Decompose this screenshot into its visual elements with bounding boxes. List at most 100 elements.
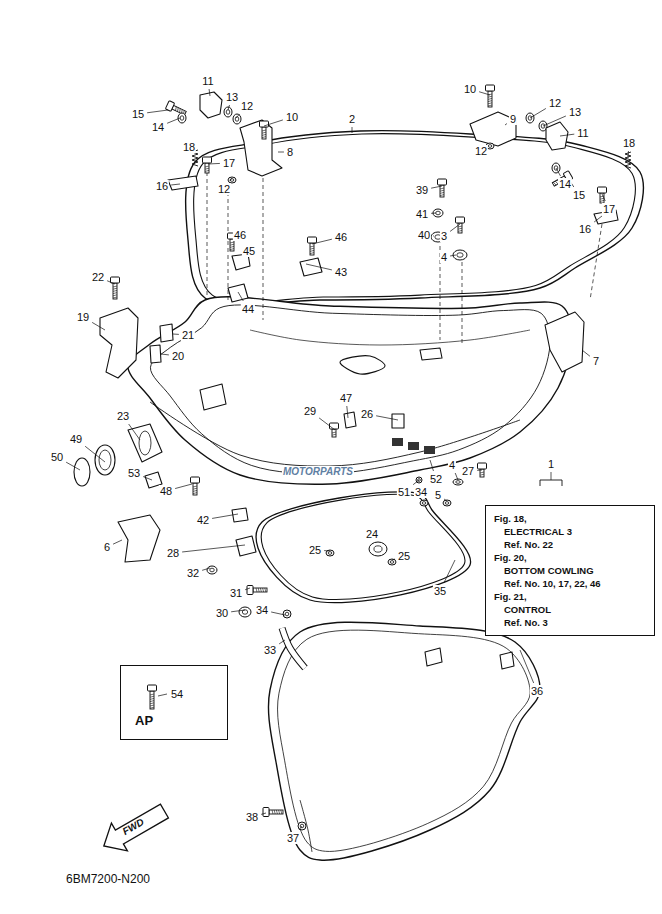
label-anchor: 18 (182, 137, 196, 155)
arrow-outline (96, 797, 173, 860)
bolt-thread (488, 98, 492, 99)
note-text: Ref. No. 22 (504, 538, 553, 551)
bolt-thread (265, 588, 266, 592)
label-anchor: 17 (222, 153, 236, 171)
cowling-outline (128, 297, 572, 484)
bolt-shank (269, 810, 283, 814)
grommet (374, 546, 382, 552)
label-anchor: 50 (50, 447, 64, 465)
callout-number: 4 (440, 251, 448, 263)
callout-number: 48 (159, 485, 173, 497)
leader-line (477, 470, 482, 471)
callout-number: 36 (530, 685, 544, 697)
callout-number: 7 (592, 355, 600, 367)
bolt-thread (440, 188, 444, 189)
note-text: Fig. 20, (494, 551, 527, 564)
bolt-thread (179, 109, 182, 113)
bolt-thread (276, 810, 277, 814)
callout-number: 12 (548, 97, 562, 109)
bolt (308, 237, 317, 255)
bolt (191, 477, 200, 495)
callout-number: 40 (417, 229, 431, 241)
gasket-outline (261, 494, 465, 599)
label-anchor: 34 (414, 482, 428, 500)
damper (150, 345, 161, 363)
label-anchor: 19 (76, 307, 90, 325)
collar (392, 414, 404, 428)
bolt-shank (488, 91, 492, 107)
label-anchor: 5 (434, 485, 442, 503)
bolt-thread (150, 696, 154, 697)
bolt-thread (113, 295, 117, 296)
clip (344, 412, 356, 428)
callout-number: 53 (127, 467, 141, 479)
label-anchor: 49 (69, 429, 83, 447)
bolt (260, 121, 269, 139)
label-anchor: 53 (127, 463, 141, 481)
bolt-thread (480, 472, 484, 473)
bolt-thread (113, 290, 117, 291)
leader-line (423, 500, 424, 501)
bolt-thread (310, 250, 314, 251)
note-text: Ref. No. 3 (504, 616, 548, 629)
label-anchor: 29 (303, 401, 317, 419)
label-anchor: 11 (201, 71, 214, 89)
label-anchor: 2 (348, 109, 356, 127)
leader-line (113, 540, 122, 544)
bolt-thread (150, 701, 154, 702)
bracket (240, 120, 282, 176)
label-anchor: 26 (360, 404, 374, 422)
leader-line (261, 813, 266, 814)
cover (545, 312, 584, 372)
washer (436, 211, 441, 215)
label-anchor: 13 (225, 87, 239, 105)
washer (224, 107, 232, 117)
leader-line (628, 151, 629, 158)
washer (210, 568, 215, 572)
callout-number: 10 (285, 111, 299, 123)
callout-number: 20 (171, 350, 185, 362)
leader-line (271, 612, 285, 615)
label-anchor: 14 (558, 174, 572, 192)
callout-number: 44 (241, 303, 255, 315)
leader-line (202, 568, 210, 570)
leader-line (279, 640, 285, 644)
bolt-shank (253, 588, 267, 592)
bolt-shank (310, 243, 314, 255)
label-anchor: 48 (159, 481, 173, 499)
leader-line (376, 416, 398, 420)
decal (424, 446, 435, 454)
bolt-thread (488, 96, 492, 97)
bolt-thread (258, 588, 259, 592)
note-text: Fig. 21, (494, 590, 527, 603)
label-anchor: 1 (547, 454, 555, 472)
callout-number: 5 (434, 489, 442, 501)
leader-line (324, 550, 330, 551)
callout-number: 50 (50, 451, 64, 463)
callout-number: 12 (217, 183, 231, 195)
clamp (228, 284, 248, 302)
grommet (456, 481, 461, 484)
bolt-thread (440, 192, 444, 193)
bolt-thread (281, 810, 282, 814)
callout-number: 21 (181, 329, 195, 341)
bolt-shank (193, 483, 197, 495)
label-anchor: 44 (241, 299, 255, 317)
leader-line (431, 186, 442, 188)
leader-line (107, 281, 115, 284)
bolt-thread (150, 703, 154, 704)
label-anchor: 30 (215, 603, 229, 621)
bolt-thread (600, 200, 604, 201)
label-anchor: 27 (461, 461, 475, 479)
cowling-skirt (150, 402, 520, 466)
label-anchor: 25 (397, 546, 411, 564)
leader-line (236, 114, 240, 118)
callout-number: 2 (348, 113, 356, 125)
label-anchor: 15 (572, 185, 586, 203)
bolt-thread (113, 293, 117, 294)
ring-seal (95, 445, 115, 475)
callout-number: 33 (263, 644, 277, 656)
plate (168, 176, 198, 190)
label-anchor: 35 (433, 581, 447, 599)
label-anchor: 12 (217, 179, 231, 197)
